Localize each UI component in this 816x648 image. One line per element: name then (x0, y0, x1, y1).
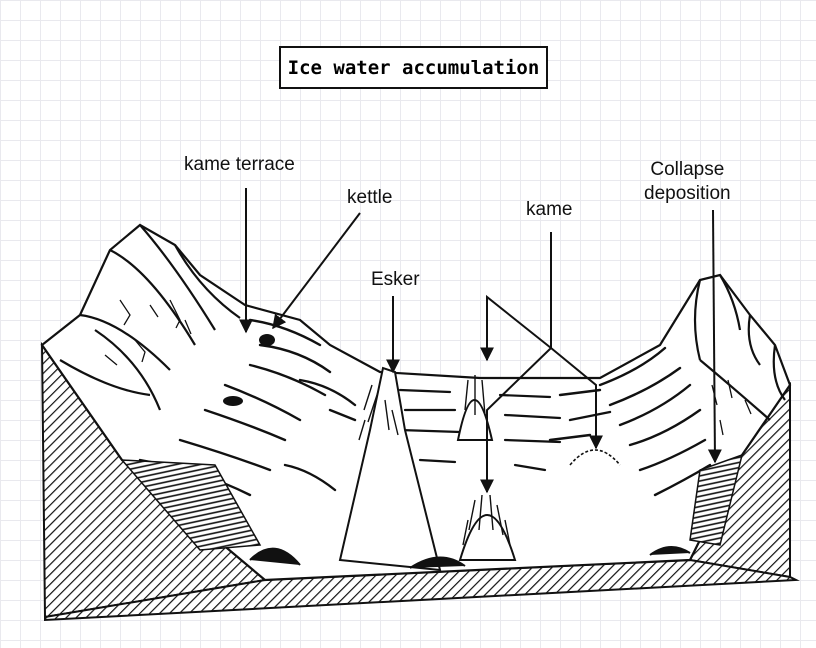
kettle-label: kettle (347, 187, 393, 208)
kame-arrow-right (550, 347, 603, 450)
kame-mound-right (569, 449, 621, 466)
kettle-hole (259, 334, 275, 346)
right-headland-ridges (693, 274, 786, 421)
left-headland-ridges (59, 224, 241, 411)
kame-arrow-center (480, 347, 552, 494)
foreground-mound-left (249, 547, 301, 566)
collapse-label-line1: Collapse (650, 159, 725, 180)
kame-mound-upper (456, 399, 494, 441)
foreground-mound-center (409, 556, 466, 569)
esker-hatching (358, 384, 399, 441)
left-sediment-wedge (120, 459, 262, 551)
foreground-mound-right (649, 546, 691, 556)
kame-arrow-upper (480, 294, 552, 362)
diagram-title: Ice water accumulation (279, 46, 548, 89)
valley-floor-lines (398, 388, 562, 472)
kame-mound-upper-hatching (464, 375, 486, 416)
right-sediment-wedge (689, 453, 744, 546)
kame-terrace-label: kame terrace (184, 154, 295, 175)
left-headland-scribbles (104, 299, 192, 366)
esker-label: Esker (371, 269, 420, 290)
collapse-label-line2: deposition (644, 183, 731, 204)
kettle-arrow (272, 212, 361, 330)
terrace-contours-right (548, 346, 712, 497)
collapse-deposition-arrow (707, 209, 722, 464)
kame-mound-center-hatching (462, 494, 511, 546)
kettle-hole-small (223, 396, 243, 406)
collapse-deposition-label: Collapse deposition (644, 158, 731, 206)
kame-label: kame (526, 199, 573, 220)
kame-mound-center (458, 514, 517, 561)
